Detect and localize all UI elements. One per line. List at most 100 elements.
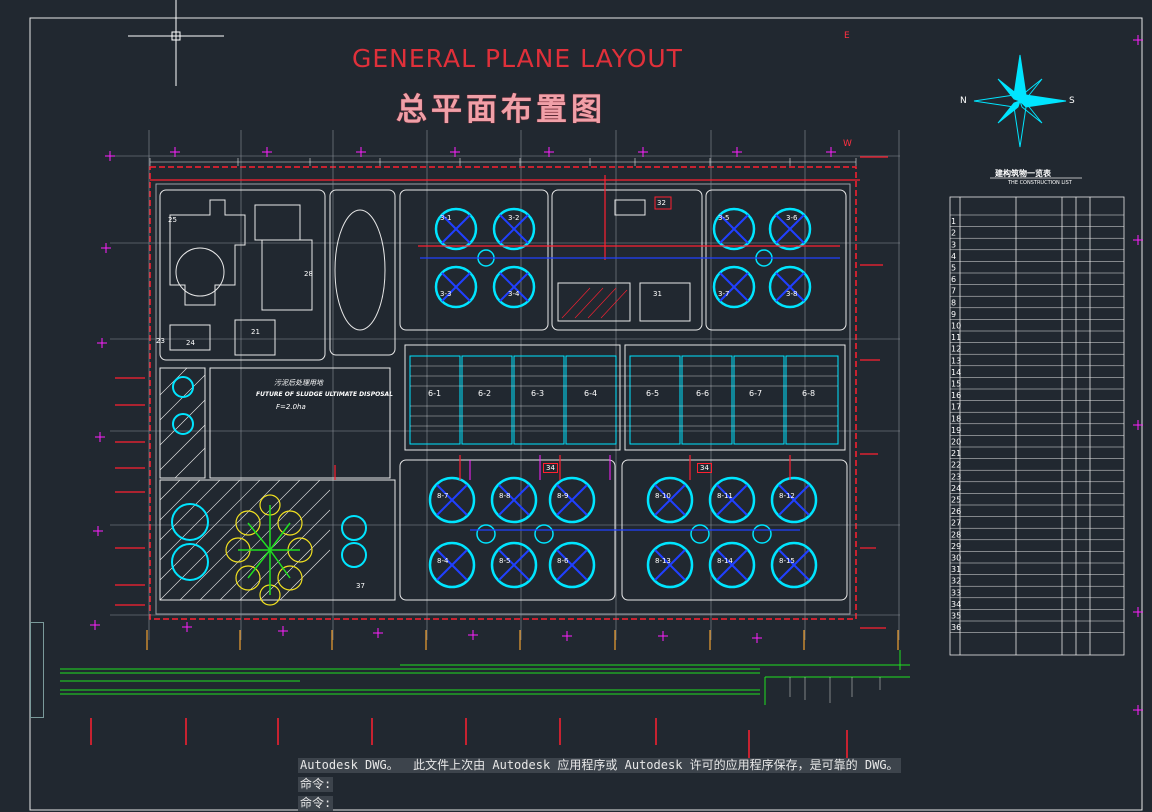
blue-pipelines bbox=[420, 257, 840, 531]
axis-label-w: W bbox=[843, 139, 852, 149]
top-clarifiers bbox=[434, 207, 812, 309]
tank-label: 6-4 bbox=[584, 389, 598, 398]
sludge-area-label-en: FUTURE OF SLUDGE ULTIMATE DISPOSAL bbox=[256, 391, 393, 398]
table-row-number: 26 bbox=[951, 507, 961, 516]
north-arrow-icon bbox=[973, 54, 1067, 148]
clarifier-label: 8-9 bbox=[557, 492, 569, 500]
tank-label: 6-1 bbox=[428, 389, 442, 398]
compass-label-n: N bbox=[960, 96, 967, 106]
clarifier-label: 3-5 bbox=[718, 214, 730, 222]
table-row-number: 17 bbox=[951, 403, 961, 412]
table-row-number: 29 bbox=[951, 542, 961, 551]
table-row-number: 15 bbox=[951, 380, 961, 389]
table-row-number: 1 bbox=[951, 217, 956, 226]
building-tag: 23 bbox=[156, 337, 165, 345]
table-row-number: 25 bbox=[951, 496, 961, 505]
table-row-number: 3 bbox=[951, 240, 956, 249]
chainage-labels bbox=[90, 718, 848, 758]
top-dimension-line bbox=[149, 158, 857, 166]
top-clarifier-blue-cross bbox=[441, 214, 805, 302]
table-row-number: 6 bbox=[951, 275, 956, 284]
sludge-area-value: F=2.0ha bbox=[276, 403, 306, 411]
elevation-markers-left bbox=[115, 377, 145, 606]
table-row-number: 4 bbox=[951, 252, 956, 261]
clarifier-label: 8-10 bbox=[655, 492, 671, 500]
building-tag: 37 bbox=[356, 582, 365, 590]
command-input[interactable]: 命令: bbox=[298, 796, 334, 811]
pipeline-profile bbox=[60, 650, 910, 705]
tank-label: 6-3 bbox=[531, 389, 545, 398]
aeration-tank-hatch bbox=[410, 365, 838, 427]
crosshair-cursor bbox=[128, 0, 224, 86]
clarifier-label: 8-15 bbox=[779, 557, 795, 565]
aeration-tanks bbox=[409, 355, 839, 445]
tank-label: 6-7 bbox=[749, 389, 763, 398]
table-row-number: 18 bbox=[951, 414, 961, 423]
clarifier-label: 8-14 bbox=[717, 557, 733, 565]
red-pipelines bbox=[150, 175, 860, 480]
bottom-clarifier-blue-cross bbox=[436, 484, 810, 581]
table-row-number: 23 bbox=[951, 472, 961, 481]
clarifier-label: 8-11 bbox=[717, 492, 733, 500]
command-history-prompt: 命令: bbox=[298, 777, 334, 792]
table-rows bbox=[950, 214, 1124, 633]
pipeline-profile-ticks bbox=[789, 677, 881, 703]
drawing-border bbox=[29, 17, 1143, 811]
table-row-number: 34 bbox=[951, 600, 961, 609]
table-row-number: 35 bbox=[951, 612, 961, 621]
sludge-area-label-cn: 污泥后处理用地 bbox=[274, 379, 323, 387]
axis-label-e: E bbox=[844, 31, 850, 41]
table-row-number: 22 bbox=[951, 461, 961, 470]
table-row-number: 13 bbox=[951, 356, 961, 365]
grid-coordinate-labels bbox=[146, 630, 899, 650]
table-row-number: 14 bbox=[951, 368, 961, 377]
table-row-number: 10 bbox=[951, 322, 961, 331]
site-boundary bbox=[149, 166, 857, 620]
table-row-number: 20 bbox=[951, 438, 961, 447]
table-row-number: 19 bbox=[951, 426, 961, 435]
compass-label-s: S bbox=[1069, 96, 1075, 106]
oval-pond bbox=[334, 209, 386, 331]
drawing-title-en: GENERAL PLANE LAYOUT bbox=[352, 44, 683, 73]
clarifier-label: 8-8 bbox=[499, 492, 511, 500]
admin-building bbox=[169, 199, 313, 356]
building-tag: 25 bbox=[168, 216, 177, 224]
building-tag: 34 bbox=[697, 463, 712, 473]
building-tag: 34 bbox=[543, 463, 558, 473]
command-history-message: Autodesk DWG。 此文件上次由 Autodesk 应用程序或 Auto… bbox=[298, 758, 901, 773]
table-row-number: 32 bbox=[951, 577, 961, 586]
blower-equipment bbox=[557, 196, 691, 322]
table-row-number: 33 bbox=[951, 588, 961, 597]
clarifier-label: 3-1 bbox=[440, 214, 452, 222]
building-tag: 31 bbox=[653, 290, 662, 298]
table-row-number: 21 bbox=[951, 449, 961, 458]
clarifier-label: 3-3 bbox=[440, 290, 452, 298]
table-row-number: 9 bbox=[951, 310, 956, 319]
clarifier-label: 3-8 bbox=[786, 290, 798, 298]
construction-list-table bbox=[949, 177, 1125, 656]
building-tag: 32 bbox=[657, 199, 666, 207]
clarifier-label: 8-13 bbox=[655, 557, 671, 565]
tank-label: 6-8 bbox=[802, 389, 816, 398]
table-row-numbers: 1234567891011121314151617181920212223242… bbox=[951, 217, 961, 632]
table-row-number: 5 bbox=[951, 264, 956, 273]
tank-label: 6-2 bbox=[478, 389, 492, 398]
clarifier-label: 3-7 bbox=[718, 290, 730, 298]
tank-label: 6-6 bbox=[696, 389, 710, 398]
table-row-number: 31 bbox=[951, 565, 961, 574]
red-hatch-box bbox=[561, 287, 628, 319]
inner-boundary bbox=[155, 183, 851, 615]
table-row-number: 16 bbox=[951, 391, 961, 400]
table-row-number: 7 bbox=[951, 287, 956, 296]
magenta-pipelines bbox=[469, 455, 611, 480]
clarifier-label: 8-7 bbox=[437, 492, 449, 500]
construction-table-title: 建构筑物一览表 bbox=[995, 169, 1051, 178]
survey-markers bbox=[90, 35, 1143, 715]
building-tag: 24 bbox=[186, 339, 195, 347]
construction-table-subtitle: THE CONSTRUCTION LIST bbox=[1008, 180, 1072, 186]
table-row-number: 24 bbox=[951, 484, 961, 493]
clarifier-label: 8-4 bbox=[437, 557, 449, 565]
clarifier-label: 3-4 bbox=[508, 290, 520, 298]
table-row-number: 27 bbox=[951, 519, 961, 528]
